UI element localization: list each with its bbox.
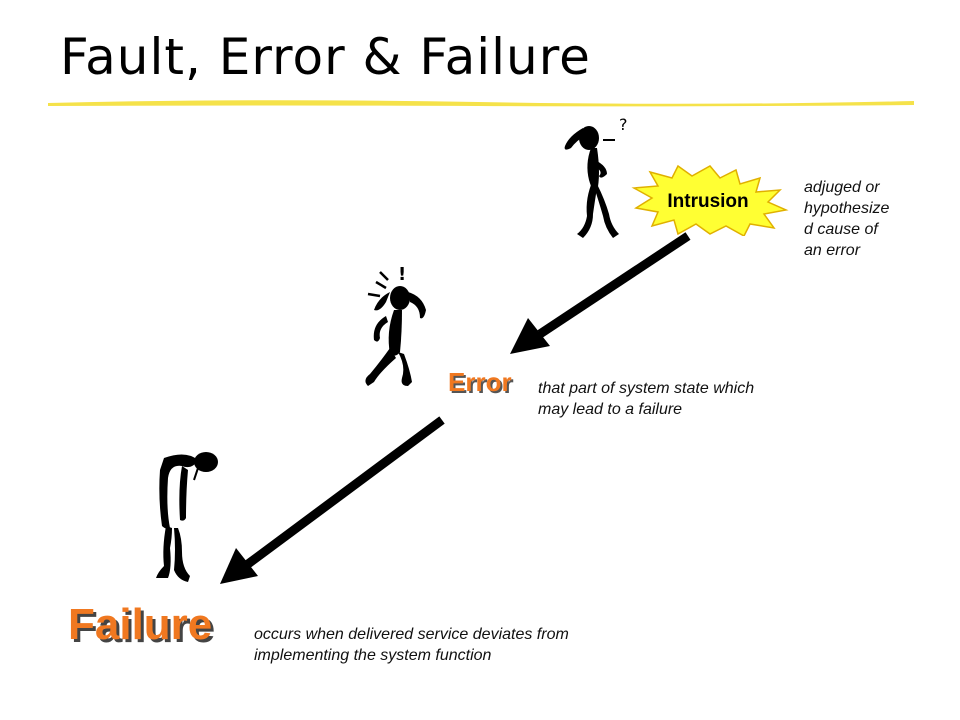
intrusion-desc-line: an error xyxy=(804,242,861,259)
arrow-icon xyxy=(220,416,445,584)
title-underline xyxy=(48,100,914,107)
arrow-icon xyxy=(510,232,691,354)
exclaim-mark: ! xyxy=(398,264,406,285)
intrusion-desc-line: hypothesize xyxy=(804,200,890,217)
failure-desc-line: implementing the system function xyxy=(254,647,492,664)
question-mark: ? xyxy=(619,118,628,134)
slumped-figure-icon xyxy=(156,452,218,582)
error-desc-line: may lead to a failure xyxy=(538,401,683,418)
starburst-icon xyxy=(631,164,789,236)
distressed-figure-icon: ! xyxy=(365,264,426,386)
intrusion-desc-line: adjuged or xyxy=(804,179,880,196)
error-label: Error xyxy=(448,367,512,397)
failure-label: Failure xyxy=(68,600,213,649)
confused-figure-icon: ? xyxy=(564,118,628,238)
failure-desc-line: occurs when delivered service deviates f… xyxy=(254,626,569,643)
slide-title: Fault, Error & Failure xyxy=(60,28,591,86)
intrusion-description: adjuged or hypothesize d cause of an err… xyxy=(804,177,934,261)
error-desc-line: that part of system state which xyxy=(538,380,755,397)
failure-description: occurs when delivered service deviates f… xyxy=(254,624,714,666)
intrusion-desc-line: d cause of xyxy=(804,221,878,238)
intrusion-label: Intrusion xyxy=(667,191,749,212)
error-description: that part of system state which may lead… xyxy=(538,378,858,420)
